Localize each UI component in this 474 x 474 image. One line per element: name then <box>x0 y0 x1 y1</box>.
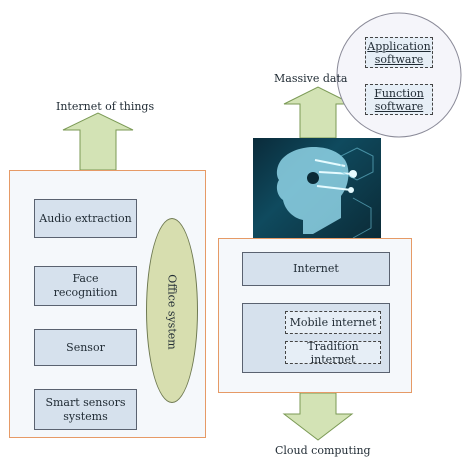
function-software-box: Function software <box>365 84 433 115</box>
massive-data-up-arrow <box>283 86 353 139</box>
mobile-internet-box: Mobile internet <box>285 311 381 334</box>
software-circle <box>336 12 462 138</box>
face-recognition-box: Face recognition <box>34 266 137 306</box>
smart-sensors-systems-box: Smart sensors systems <box>34 389 137 430</box>
internet-box: Internet <box>242 252 390 286</box>
iot-up-arrow <box>62 112 134 171</box>
office-system-ellipse <box>146 218 198 403</box>
application-software-box: Application software <box>365 37 433 68</box>
massive-data-label: Massive data <box>274 72 348 85</box>
cloud-computing-label: Cloud computing <box>275 444 371 457</box>
tradition-internet-box: Tradition internet <box>285 340 381 366</box>
sensor-box: Sensor <box>34 329 137 366</box>
iot-label: Internet of things <box>56 100 155 113</box>
audio-extraction-box: Audio extraction <box>34 199 137 238</box>
office-system-label: Office system <box>165 274 179 350</box>
cloud-computing-down-arrow <box>282 392 354 441</box>
robot-head-icon <box>276 146 374 239</box>
ai-robot-head-image <box>253 138 381 240</box>
